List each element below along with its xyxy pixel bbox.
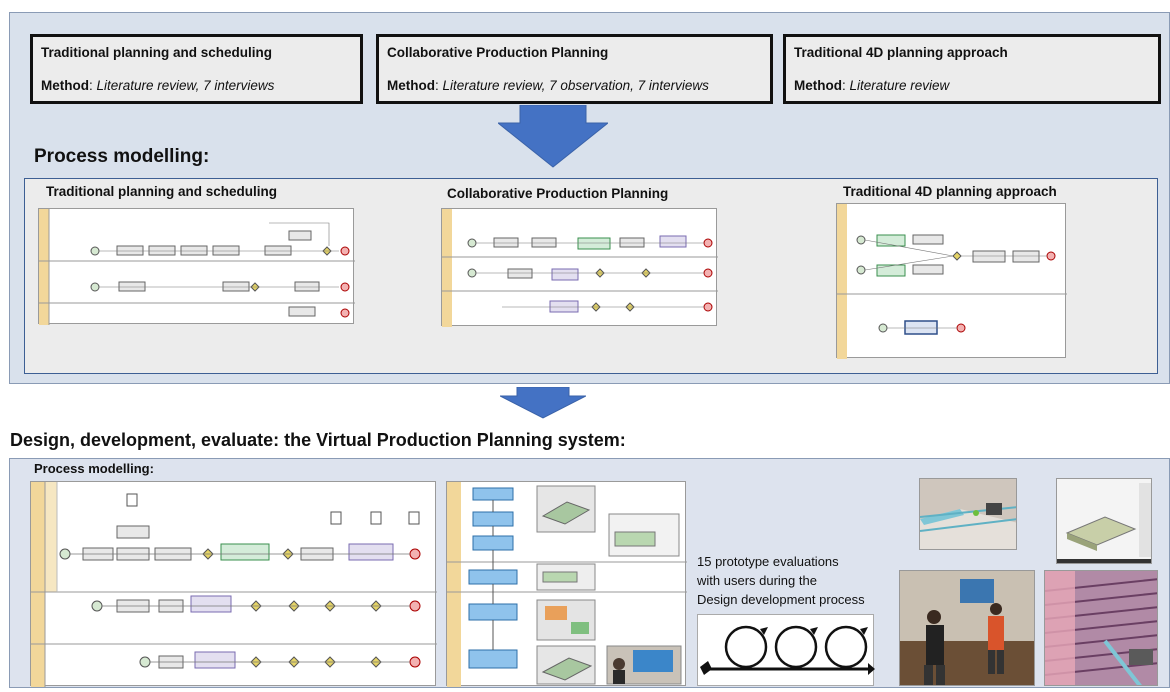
pm-title-traditional: Traditional planning and scheduling	[46, 184, 278, 199]
method-box-4d: Traditional 4D planning approach Method:…	[783, 34, 1161, 104]
method-line: Method: Literature review	[794, 78, 950, 93]
user-evaluation-svg	[900, 571, 1034, 685]
user-evaluation-photo	[899, 570, 1035, 686]
bottom-process-modelling-label: Process modelling:	[34, 461, 154, 476]
prototype-text-line: Design development process	[697, 592, 865, 607]
bpmn-vpp-svg	[31, 482, 437, 687]
bpmn-diagram-4d	[836, 203, 1067, 359]
vr-screenshot-image	[919, 478, 1017, 550]
bpmn-4d-svg	[837, 204, 1067, 359]
vr-screenshot-svg	[920, 479, 1016, 549]
method-title: Traditional 4D planning approach	[794, 45, 1008, 60]
vpp-flowchart-screens	[446, 481, 687, 687]
vr-pipes-svg	[1045, 571, 1157, 685]
pm-title-4d: Traditional 4D planning approach	[843, 184, 1057, 199]
bpmn-diagram-vpp	[30, 481, 437, 687]
method-line: Method: Literature review, 7 observation…	[387, 78, 709, 93]
model-screenshot-image	[1056, 478, 1152, 564]
prototype-cycles-graphic	[697, 614, 875, 686]
bpmn-diagram-traditional	[38, 208, 355, 325]
bpmn-diagram-collaborative	[441, 208, 718, 327]
vpp-flowchart-svg	[447, 482, 687, 687]
design-title: Design, development, evaluate: the Virtu…	[10, 430, 626, 450]
pm-title-collaborative: Collaborative Production Planning	[447, 186, 669, 201]
down-arrow-icon	[500, 387, 586, 419]
process-modelling-title: Process modelling:	[34, 146, 210, 167]
method-title: Traditional planning and scheduling	[41, 45, 273, 60]
vr-pipes-screenshot	[1044, 570, 1158, 686]
method-box-collaborative: Collaborative Production Planning Method…	[376, 34, 773, 104]
bpmn-collaborative-svg	[442, 209, 718, 327]
prototype-text-line: with users during the	[697, 573, 817, 588]
prototype-evaluations-text: 15 prototype evaluations with users duri…	[697, 552, 865, 609]
method-title: Collaborative Production Planning	[387, 45, 609, 60]
prototype-cycles-svg	[700, 625, 875, 675]
method-line: Method: Literature review, 7 interviews	[41, 78, 275, 93]
prototype-text-line: 15 prototype evaluations	[697, 554, 839, 569]
down-arrow-icon	[498, 105, 608, 168]
model-screenshot-svg	[1057, 479, 1151, 563]
method-box-traditional: Traditional planning and scheduling Meth…	[30, 34, 363, 104]
bpmn-traditional-svg	[39, 209, 355, 325]
